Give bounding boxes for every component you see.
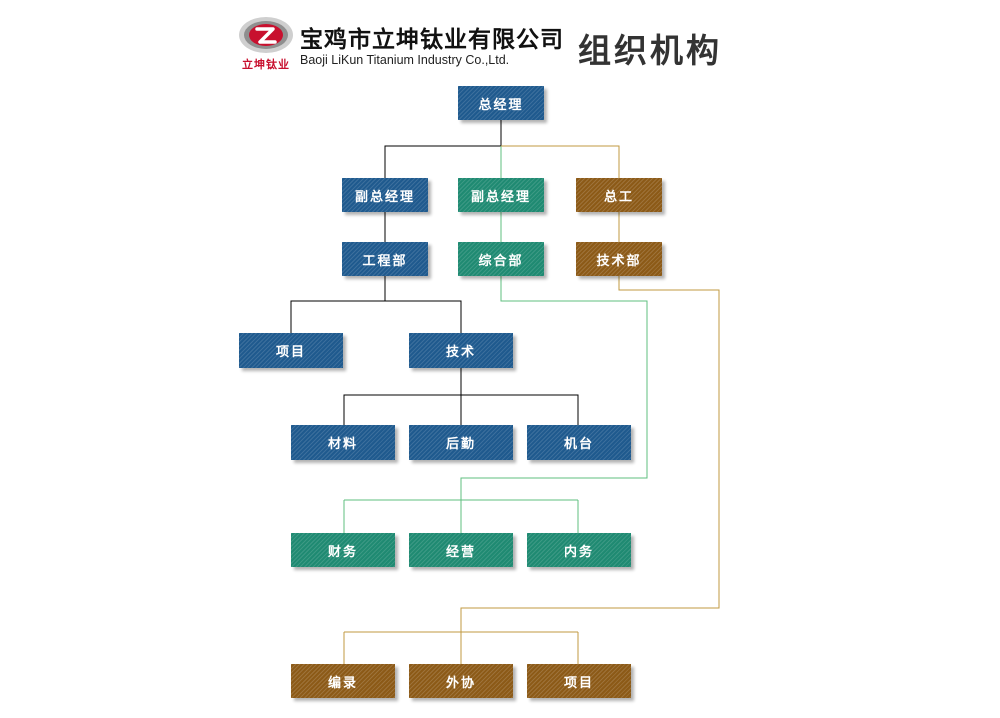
company-name-en: Baoji LiKun Titanium Industry Co.,Ltd. [300, 53, 510, 67]
node-outsourcing: 外协 [409, 664, 513, 698]
connectors-general [343, 146, 648, 533]
connectors-engineering [290, 120, 579, 425]
node-project: 项目 [239, 333, 343, 368]
header: 立坤钛业 宝鸡市立坤钛业有限公司 Baoji LiKun Titanium In… [0, 0, 1000, 80]
node-general-manager: 总经理 [458, 86, 544, 120]
node-logistics: 后勤 [409, 425, 513, 460]
node-finance: 财务 [291, 533, 395, 567]
node-deputy-gm-general: 副总经理 [458, 178, 544, 212]
node-technology: 技术 [409, 333, 513, 368]
node-engineering-dept: 工程部 [342, 242, 428, 276]
company-logo [238, 16, 294, 70]
node-internal-affairs: 内务 [527, 533, 631, 567]
logo-caption: 立坤钛业 [242, 58, 290, 71]
node-operations: 经营 [409, 533, 513, 567]
node-chief-engineer: 总工 [576, 178, 662, 212]
connectors-technical [343, 145, 720, 664]
node-technical-dept: 技术部 [576, 242, 662, 276]
node-general-dept: 综合部 [458, 242, 544, 276]
node-project-technical: 项目 [527, 664, 631, 698]
node-materials: 材料 [291, 425, 395, 460]
logo-emblem-icon [239, 17, 293, 53]
node-documentation: 编录 [291, 664, 395, 698]
node-machinery: 机台 [527, 425, 631, 460]
company-name-cn: 宝鸡市立坤钛业有限公司 [300, 27, 564, 53]
page-title: 组织机构 [578, 31, 722, 70]
node-deputy-gm-engineering: 副总经理 [342, 178, 428, 212]
